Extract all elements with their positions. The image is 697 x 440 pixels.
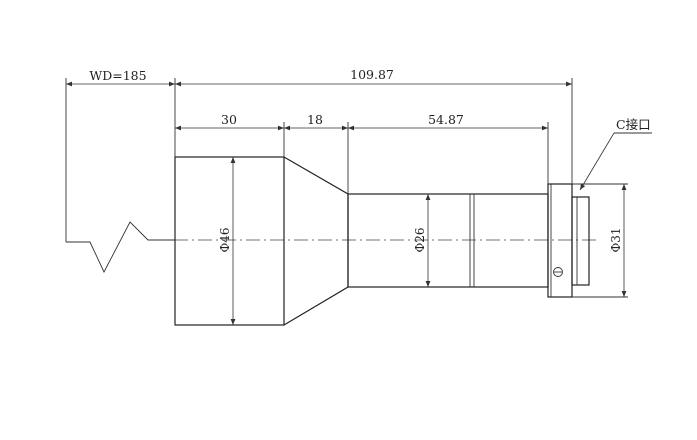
c-mount-thread — [571, 196, 590, 286]
front-cylinder — [174, 156, 285, 326]
barrel-length-label: 54.87 — [428, 112, 464, 127]
front-diameter-label: Φ46 — [218, 227, 232, 252]
working-distance-break — [66, 221, 175, 274]
wd-label: WD=185 — [89, 68, 146, 83]
taper-length-label: 18 — [307, 112, 323, 127]
mount-diameter-label: Φ31 — [609, 227, 623, 252]
c-mount-label: C接口 — [616, 117, 651, 132]
total-length-label: 109.87 — [350, 67, 394, 82]
taper-section — [283, 156, 349, 326]
mount-flange — [547, 183, 573, 298]
rear-barrel — [347, 193, 549, 288]
c-mount-leader — [579, 132, 615, 191]
lock-screw-icon — [553, 267, 563, 277]
barrel-diameter-label: Φ26 — [413, 227, 427, 252]
front-length-label: 30 — [221, 112, 237, 127]
